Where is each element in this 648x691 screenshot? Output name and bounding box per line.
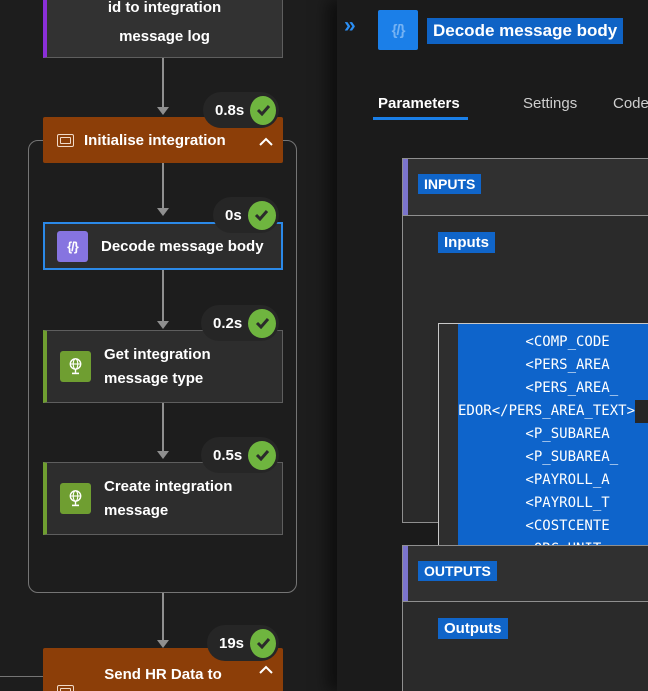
duration-text: 0s bbox=[225, 206, 242, 224]
inputs-card-header[interactable]: INPUTS bbox=[403, 159, 648, 216]
panel-tabs: Parameters Settings Code View bbox=[337, 95, 648, 121]
duration-text: 0.2s bbox=[213, 314, 243, 332]
node-update-message-log[interactable]: id to integration message log bbox=[43, 0, 283, 58]
inputs-card-body: Inputs <NAME>CANN <COMP_CODE <PERS_AREA … bbox=[403, 216, 648, 575]
duration-badge-send[interactable]: 19s bbox=[207, 625, 279, 661]
card-accent-bar bbox=[403, 159, 408, 215]
scope-icon bbox=[57, 685, 74, 691]
inputs-header-text: INPUTS bbox=[418, 174, 482, 194]
inputs-card: INPUTS Inputs <NAME>CANN <COMP_CODE <PER… bbox=[402, 158, 648, 575]
workflow-canvas[interactable]: id to integration message log 0.8s 0s bbox=[0, 0, 337, 691]
compose-action-icon: {/} bbox=[57, 230, 88, 262]
success-icon bbox=[250, 628, 276, 658]
connector-arrow bbox=[157, 163, 169, 216]
code-gutter bbox=[439, 324, 458, 574]
compose-action-icon: {/} bbox=[378, 10, 418, 50]
action-details-panel: » {/} Decode message body Parameters Set… bbox=[337, 0, 648, 691]
node-label: message log bbox=[119, 28, 210, 45]
chevron-up-icon[interactable] bbox=[258, 662, 274, 680]
selection-gap bbox=[635, 400, 648, 423]
outputs-card-header[interactable]: OUTPUTS bbox=[403, 546, 648, 602]
connector-arrow bbox=[157, 593, 169, 648]
outputs-header-text: OUTPUTS bbox=[418, 561, 497, 581]
tab-code-view[interactable]: Code View bbox=[613, 95, 648, 112]
duration-text: 0.8s bbox=[215, 101, 245, 119]
node-label: id to integration bbox=[107, 0, 222, 16]
duration-badge-initialise[interactable]: 0.8s bbox=[203, 92, 279, 128]
duration-text: 0.5s bbox=[213, 446, 243, 464]
connector-arrow bbox=[157, 270, 169, 329]
chevron-up-icon[interactable] bbox=[258, 134, 274, 152]
card-accent-bar bbox=[403, 546, 408, 601]
success-icon bbox=[248, 440, 276, 470]
node-label: Get integration message type bbox=[104, 345, 211, 387]
tab-settings[interactable]: Settings bbox=[523, 95, 578, 112]
connector-arrow bbox=[157, 58, 169, 115]
success-icon bbox=[250, 95, 276, 125]
duration-badge-decode[interactable]: 0s bbox=[213, 197, 279, 233]
inputs-code-selection[interactable]: <NAME>CANN <COMP_CODE <PERS_AREA <PERS_A… bbox=[458, 324, 648, 574]
node-label: Decode message body bbox=[101, 237, 264, 255]
duration-text: 19s bbox=[219, 634, 245, 652]
node-label: Initialise integration bbox=[84, 131, 226, 149]
tab-parameters[interactable]: Parameters bbox=[378, 95, 460, 112]
api-connector-icon bbox=[60, 483, 91, 514]
node-create-integration-message[interactable]: Create integration message bbox=[43, 462, 283, 535]
inputs-code-viewer[interactable]: <NAME>CANN <COMP_CODE <PERS_AREA <PERS_A… bbox=[438, 323, 648, 575]
node-label: Create integration message bbox=[104, 477, 233, 519]
success-icon bbox=[247, 200, 276, 230]
duration-badge-create[interactable]: 0.5s bbox=[201, 437, 279, 473]
node-get-integration-message-type[interactable]: Get integration message type bbox=[43, 330, 283, 403]
collapse-panel-icon[interactable]: » bbox=[344, 14, 356, 37]
panel-title: Decode message body bbox=[427, 18, 624, 44]
scope-icon bbox=[57, 133, 74, 147]
outputs-card: OUTPUTS Outputs <DIRECT>1< <OUTPUT bbox=[402, 545, 648, 691]
outer-scope-edge bbox=[0, 676, 43, 677]
api-connector-icon bbox=[60, 351, 91, 382]
node-decode-message-body[interactable]: {/} Decode message body bbox=[43, 222, 283, 270]
active-tab-underline bbox=[373, 117, 468, 120]
connector-arrow bbox=[157, 403, 169, 459]
inputs-label: Inputs bbox=[438, 232, 495, 253]
outputs-label: Outputs bbox=[438, 618, 508, 639]
duration-badge-get[interactable]: 0.2s bbox=[201, 305, 279, 341]
success-icon bbox=[248, 308, 276, 338]
node-label: Send HR Data to bbox=[104, 666, 222, 683]
